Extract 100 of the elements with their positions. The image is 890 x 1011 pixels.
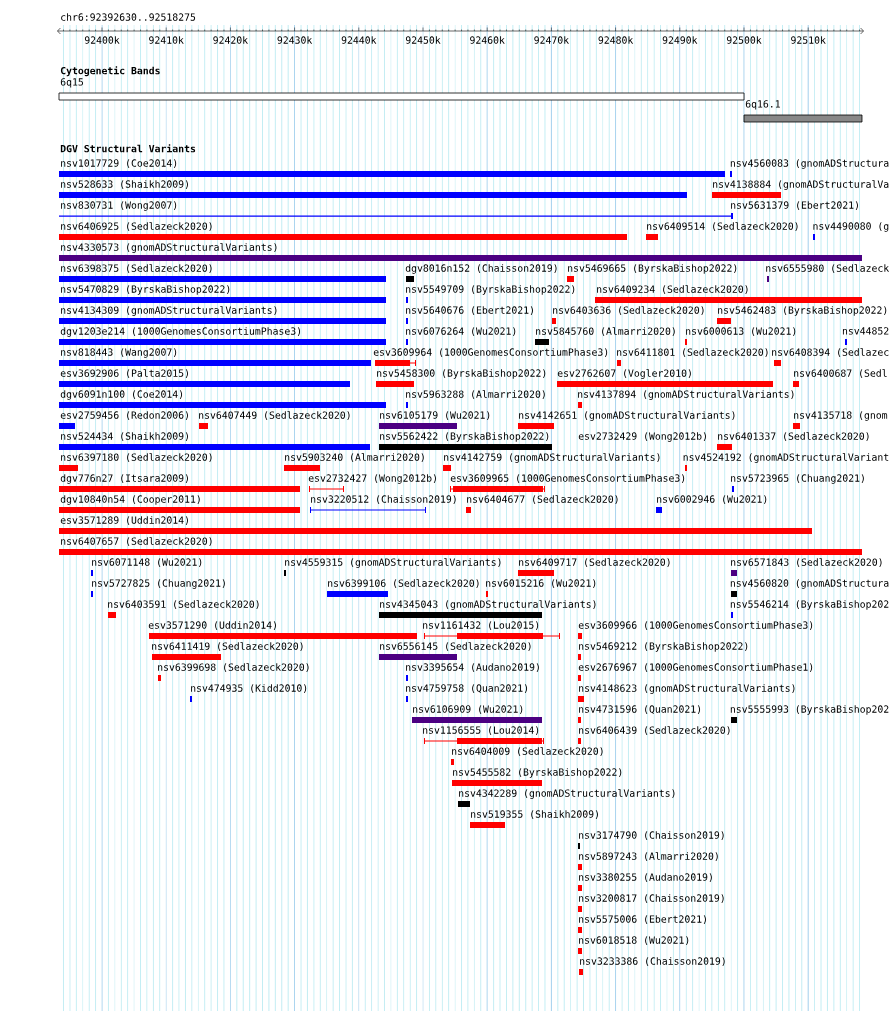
variant-feature: nsv6409234 (Sedlazeck2020) xyxy=(595,285,862,303)
tick-label: 92480k xyxy=(598,36,634,44)
node-label: esv3609966 (1000GenomesConsortiumPhase3) xyxy=(578,621,813,630)
variant-feature: dgv776n27 (Itsara2009) xyxy=(59,474,300,492)
variant-feature: nsv6403636 (Sedlazeck2020) xyxy=(552,306,704,324)
node-label: nsv6571843 (Sedlazeck2020) xyxy=(731,558,882,567)
node-label: nsv6106909 (Wu2021) xyxy=(413,705,523,714)
node-label: nsv6398375 (Sedlazeck2020) xyxy=(61,264,212,273)
node-label: nsv6403636 (Sedlazeck2020) xyxy=(553,306,704,315)
node-label: nsv5546214 (ByrskaBishop202 xyxy=(730,600,889,610)
node-label: nsv5727825 (Chuang2021) xyxy=(92,579,225,589)
variant-feature: nsv6403591 (Sedlazeck2020) xyxy=(108,600,259,618)
tick-label: 92510k xyxy=(791,36,826,44)
node-label: nsv830731 (Wong2007) xyxy=(61,201,177,211)
variant-feature: nsv6076264 (Wu2021) xyxy=(406,327,516,345)
node-label: nsv5845760 (Almarri2020) xyxy=(536,327,675,336)
node-label: nsv4142651 (gnomADStructuralVariants) xyxy=(519,411,735,421)
variant-feature: dgv6091n100 (Coe2014) xyxy=(59,390,386,408)
variant-feature: nsv3174790 (Chaisson2019) xyxy=(578,831,724,849)
node-label: 6q15 xyxy=(60,78,84,88)
variant-feature: nsv6404009 (Sedlazeck2020) xyxy=(451,747,603,765)
variant-feature: nsv5549709 (ByrskaBishop2022) xyxy=(406,285,575,303)
variant-feature: esv3692906 (Palta2015) xyxy=(59,369,350,387)
node-label: nsv818443 (Wang2007) xyxy=(61,348,177,358)
node-label: nsv6401337 (Sedlazeck2020) xyxy=(718,432,869,441)
track-title: DGV Structural Variants xyxy=(60,144,196,153)
node-label: nsv6556145 (Sedlazeck2020) xyxy=(380,642,531,651)
variant-feature: nsv5469665 (ByrskaBishop2022) xyxy=(567,264,737,282)
variant-feature: nsv44852 xyxy=(842,327,889,345)
variant-feature: nsv3220512 (Chaisson2019) xyxy=(310,495,456,514)
node-label: nsv5555993 (ByrskaBishop202 xyxy=(730,705,889,715)
node-label: nsv6407449 (Sedlazeck2020) xyxy=(199,411,350,420)
node-label: nsv1156555 (Lou2014) xyxy=(423,726,539,735)
node-label: nsv6397180 (Sedlazeck2020) xyxy=(61,453,212,462)
variant-feature: nsv6071148 (Wu2021) xyxy=(91,558,202,576)
node-label: nsv6407657 (Sedlazeck2020) xyxy=(61,537,212,546)
node-label: nsv44852 xyxy=(842,327,889,335)
node-label: nsv6411801 (Sedlazeck2020) xyxy=(617,348,768,357)
variant-feature: nsv6106909 (Wu2021) xyxy=(412,705,542,723)
node-label: esv3571289 (Uddin2014) xyxy=(60,516,188,525)
node-label: nsv4559315 (gnomADStructuralVariants) xyxy=(285,558,501,568)
variant-feature: nsv3200817 (Chaisson2019) xyxy=(578,894,724,912)
tick-label: 92430k xyxy=(277,36,313,44)
node-label: nsv5631379 (Ebert2021) xyxy=(731,201,858,210)
node-label: nsv4134309 (gnomADStructuralVariants) xyxy=(61,306,277,316)
variant-feature: nsv5575006 (Ebert2021) xyxy=(578,915,706,933)
variant-feature: esv3609965 (1000GenomesConsortiumPhase3) xyxy=(450,474,685,493)
node-label: dgv8016n152 (Chaisson2019) xyxy=(405,264,557,274)
node-label: esv2676967 (1000GenomesConsortiumPhase1) xyxy=(578,663,813,672)
variant-feature: nsv4524192 (gnomADStructuralVariant xyxy=(683,453,889,471)
variant-feature: nsv4560083 (gnomADStructura xyxy=(730,159,889,177)
node-label: nsv5897243 (Almarri2020) xyxy=(579,852,718,861)
node-label: nsv6002946 (Wu2021) xyxy=(657,495,767,504)
variant-feature: nsv6406439 (Sedlazeck2020) xyxy=(578,726,730,744)
variant-feature: nsv3233386 (Chaisson2019) xyxy=(579,957,725,975)
variant-feature: nsv4559315 (gnomADStructuralVariants) xyxy=(284,558,501,576)
variant-feature: nsv5963288 (Almarri2020) xyxy=(406,390,545,408)
variant-feature: nsv6401337 (Sedlazeck2020) xyxy=(717,432,869,450)
node-label: nsv6555980 (Sedlazeck xyxy=(766,264,890,273)
node-label: esv3609964 (1000GenomesConsortiumPhase3) xyxy=(373,348,608,357)
node-label: nsv3200817 (Chaisson2019) xyxy=(579,894,724,903)
variant-feature: nsv5845760 (Almarri2020) xyxy=(535,327,675,345)
variant-feature: nsv4138884 (gnomADStructuralVa xyxy=(712,180,889,198)
node-label: esv2762607 (Vogler2010) xyxy=(557,369,691,379)
node-label: nsv6400687 (Sedl xyxy=(794,369,887,378)
variant-feature: nsv524434 (Shaikh2009) xyxy=(59,432,370,450)
node-label: nsv6404009 (Sedlazeck2020) xyxy=(452,747,603,756)
node-label: nsv5903240 (Almarri2020) xyxy=(285,453,424,462)
node-label: nsv5575006 (Ebert2021) xyxy=(579,915,706,924)
variant-feature: nsv5470829 (ByrskaBishop2022) xyxy=(59,285,386,303)
node-label: nsv5462483 (ByrskaBishop2022) xyxy=(718,306,887,316)
variant-feature: nsv5555993 (ByrskaBishop202 xyxy=(730,705,889,723)
variant-feature: nsv5640676 (Ebert2021) xyxy=(406,306,533,324)
node-label: nsv4137894 (gnomADStructuralVariants) xyxy=(578,390,794,400)
node-label: 6q16.1 xyxy=(745,100,780,110)
variant-feature: esv3571290 (Uddin2014) xyxy=(148,621,417,639)
variant-feature: nsv818443 (Wang2007) xyxy=(59,348,371,366)
variant-feature: esv2732427 (Wong2012b) xyxy=(308,474,436,493)
variant-feature: nsv3380255 (Audano2019) xyxy=(578,873,712,891)
node-label: nsv6409717 (Sedlazeck2020) xyxy=(519,558,670,567)
node-label: nsv4148623 (gnomADStructuralVariants) xyxy=(579,684,795,694)
variant-feature: nsv6571843 (Sedlazeck2020) xyxy=(731,558,882,576)
variant-feature: nsv6018518 (Wu2021) xyxy=(578,936,689,954)
variant-feature: nsv6404677 (Sedlazeck2020) xyxy=(466,495,618,513)
tick-label: 92500k xyxy=(726,36,762,44)
node-label: nsv6406925 (Sedlazeck2020) xyxy=(61,222,212,231)
variant-feature: nsv6407657 (Sedlazeck2020) xyxy=(59,537,862,555)
node-label: nsv519355 (Shaikh2009) xyxy=(471,810,598,819)
node-label: nsv4560820 (gnomADStructura xyxy=(730,579,889,589)
variant-feature: dgv10840n54 (Cooper2011) xyxy=(59,495,300,513)
variant-feature: nsv5455582 (ByrskaBishop2022) xyxy=(452,768,622,786)
variant-feature: nsv6398375 (Sedlazeck2020) xyxy=(59,264,386,282)
variant-feature: nsv1156555 (Lou2014) xyxy=(423,726,544,745)
variant-feature: nsv5546214 (ByrskaBishop202 xyxy=(730,600,889,618)
node-label: nsv5455582 (ByrskaBishop2022) xyxy=(453,768,622,778)
variant-feature: nsv4137894 (gnomADStructuralVariants) xyxy=(578,390,794,408)
node-label: dgv776n27 (Itsara2009) xyxy=(60,474,188,484)
cytoband: 6q16.1 xyxy=(743,100,863,123)
node-label: nsv6404677 (Sedlazeck2020) xyxy=(467,495,618,504)
variant-feature: nsv4148623 (gnomADStructuralVariants) xyxy=(578,684,795,702)
